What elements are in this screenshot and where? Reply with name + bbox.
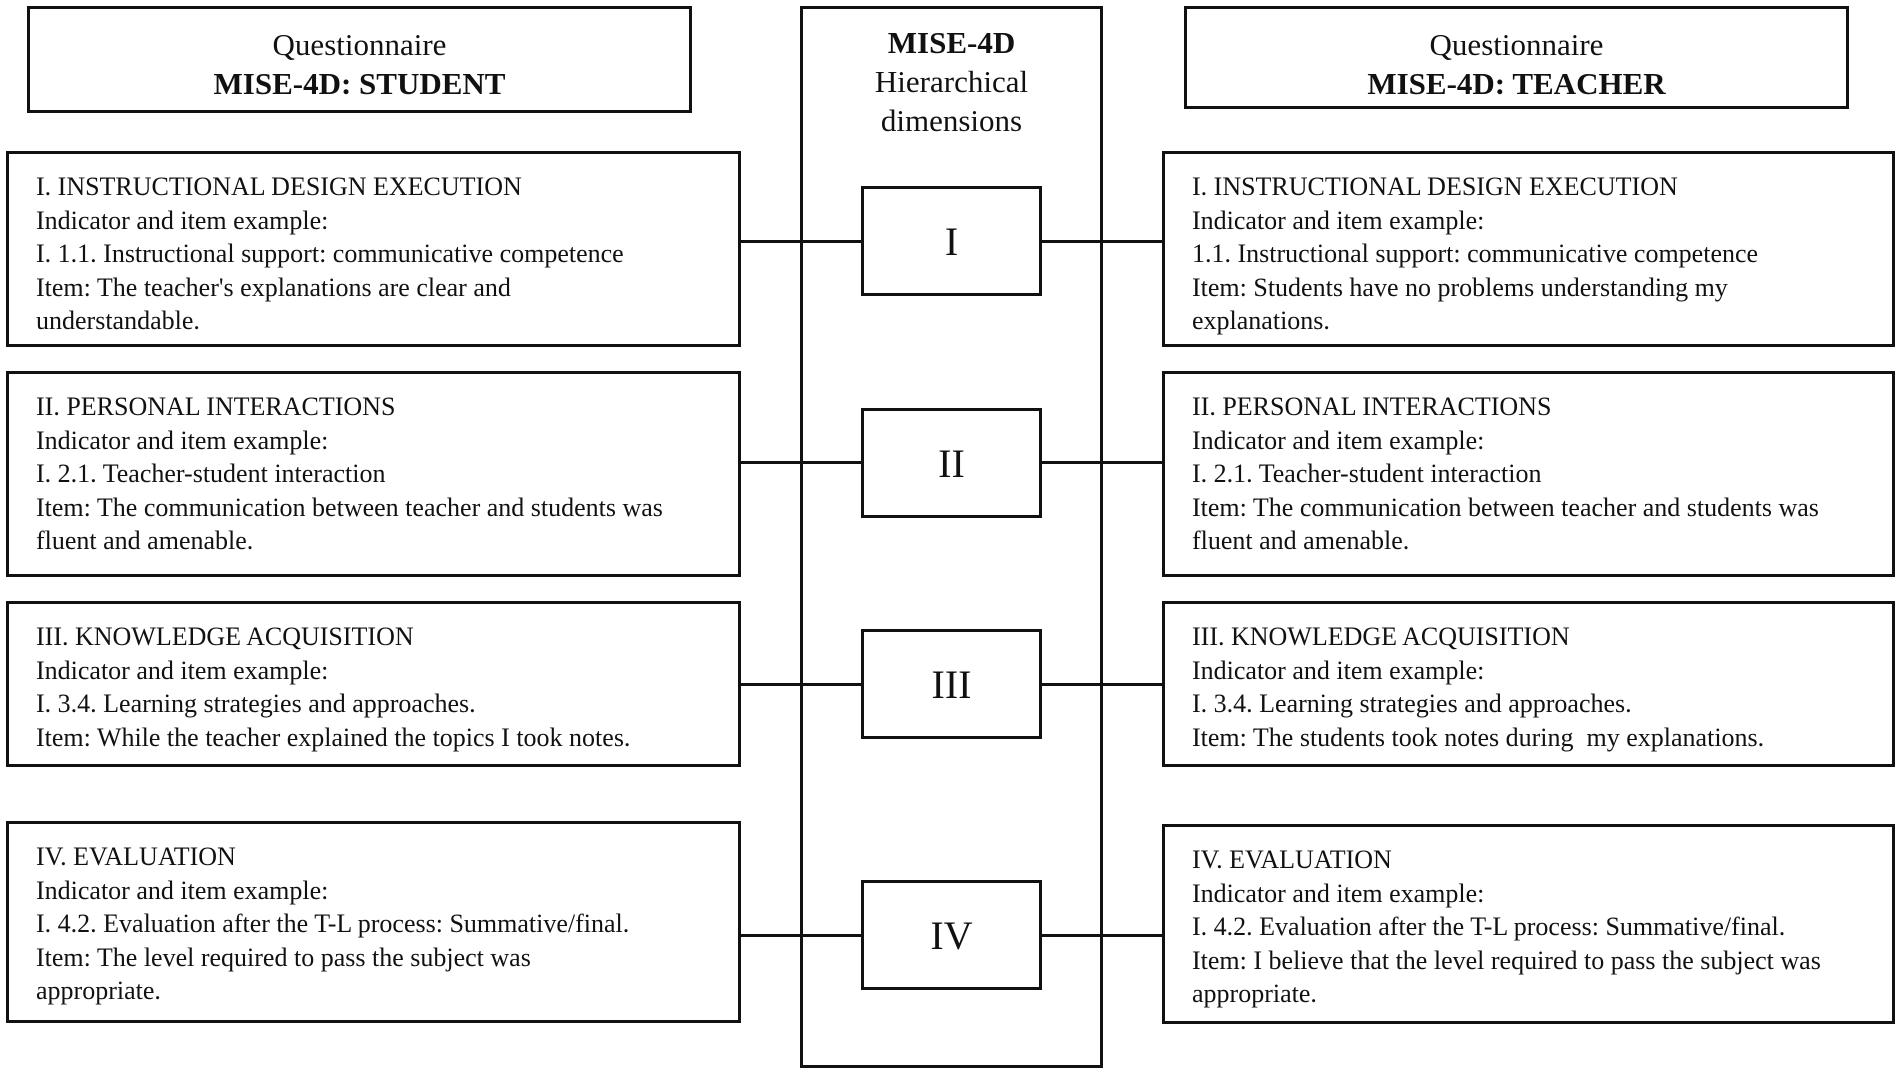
teacher-dimension-ii: II. PERSONAL INTERACTIONS Indicator and … (1162, 371, 1895, 577)
indicator-text: I. 3.4. Learning strategies and approach… (36, 689, 476, 718)
dimension-title: II. PERSONAL INTERACTIONS (36, 392, 396, 421)
dimension-numeral-iv: IV (861, 880, 1042, 990)
indicator-text: I. 1.1. Instructional support: communica… (36, 239, 624, 268)
indicator-label: Indicator and item example: (1192, 878, 1485, 908)
center-subtitle-line2: dimensions (880, 103, 1023, 138)
teacher-header-label: Questionnaire (1429, 27, 1604, 62)
hierarchical-dimensions-column: MISE-4D Hierarchical dimensions (800, 6, 1103, 1068)
teacher-header-title: MISE-4D: TEACHER (1367, 66, 1666, 101)
item-text: Item: I believe that the level required … (1192, 945, 1821, 1009)
item-text: Item: The teacher's explanations are cle… (36, 272, 511, 336)
center-title: MISE-4D (887, 25, 1016, 60)
student-dimension-iv: IV. EVALUATION Indicator and item exampl… (6, 821, 741, 1023)
item-text: Item: The communication between teacher … (36, 492, 663, 556)
dimension-title: III. KNOWLEDGE ACQUISITION (1192, 622, 1570, 651)
dimension-numeral-i: I (861, 186, 1042, 296)
student-header-label: Questionnaire (272, 27, 447, 62)
teacher-questionnaire-header: Questionnaire MISE-4D: TEACHER (1184, 6, 1849, 109)
item-text: Item: While the teacher explained the to… (36, 722, 631, 752)
dimension-title: III. KNOWLEDGE ACQUISITION (36, 622, 414, 651)
dimension-title: II. PERSONAL INTERACTIONS (1192, 392, 1552, 421)
connector-student-iv (739, 934, 861, 937)
item-text: Item: The students took notes during my … (1192, 722, 1765, 752)
indicator-label: Indicator and item example: (36, 875, 329, 905)
indicator-label: Indicator and item example: (36, 655, 329, 685)
student-dimension-ii: II. PERSONAL INTERACTIONS Indicator and … (6, 371, 741, 577)
connector-teacher-ii (1042, 461, 1164, 464)
connector-student-ii (739, 461, 861, 464)
student-dimension-iii: III. KNOWLEDGE ACQUISITION Indicator and… (6, 601, 741, 767)
indicator-text: I. 3.4. Learning strategies and approach… (1192, 689, 1632, 718)
dimension-title: I. INSTRUCTIONAL DESIGN EXECUTION (1192, 172, 1678, 201)
indicator-label: Indicator and item example: (1192, 655, 1485, 685)
teacher-dimension-i: I. INSTRUCTIONAL DESIGN EXECUTION Indica… (1162, 151, 1895, 347)
connector-student-i (739, 240, 861, 243)
student-questionnaire-header: Questionnaire MISE-4D: STUDENT (27, 6, 692, 113)
connector-teacher-i (1042, 240, 1164, 243)
indicator-label: Indicator and item example: (1192, 425, 1485, 455)
connector-teacher-iii (1042, 683, 1164, 686)
dimension-numeral-iii: III (861, 629, 1042, 739)
indicator-label: Indicator and item example: (1192, 205, 1485, 235)
item-text: Item: The communication between teacher … (1192, 492, 1819, 556)
connector-teacher-iv (1042, 934, 1164, 937)
item-text: Item: The level required to pass the sub… (36, 942, 531, 1006)
indicator-text: I. 2.1. Teacher-student interaction (1192, 459, 1542, 488)
dimension-title: I. INSTRUCTIONAL DESIGN EXECUTION (36, 172, 522, 201)
indicator-label: Indicator and item example: (36, 425, 329, 455)
student-dimension-i: I. INSTRUCTIONAL DESIGN EXECUTION Indica… (6, 151, 741, 347)
dimension-title: IV. EVALUATION (1192, 845, 1392, 874)
indicator-text: I. 4.2. Evaluation after the T-L process… (1192, 912, 1786, 941)
dimension-numeral-ii: II (861, 408, 1042, 518)
student-header-title: MISE-4D: STUDENT (213, 66, 506, 101)
indicator-text: I. 2.1. Teacher-student interaction (36, 459, 386, 488)
connector-student-iii (739, 683, 861, 686)
indicator-label: Indicator and item example: (36, 205, 329, 235)
teacher-dimension-iv: IV. EVALUATION Indicator and item exampl… (1162, 824, 1895, 1024)
center-subtitle-line1: Hierarchical (874, 64, 1029, 99)
dimension-title: IV. EVALUATION (36, 842, 236, 871)
teacher-dimension-iii: III. KNOWLEDGE ACQUISITION Indicator and… (1162, 601, 1895, 767)
item-text: Item: Students have no problems understa… (1192, 272, 1728, 336)
indicator-text: 1.1. Instructional support: communicativ… (1192, 239, 1759, 268)
indicator-text: I. 4.2. Evaluation after the T-L process… (36, 909, 630, 938)
center-header: MISE-4D Hierarchical dimensions (803, 9, 1100, 140)
